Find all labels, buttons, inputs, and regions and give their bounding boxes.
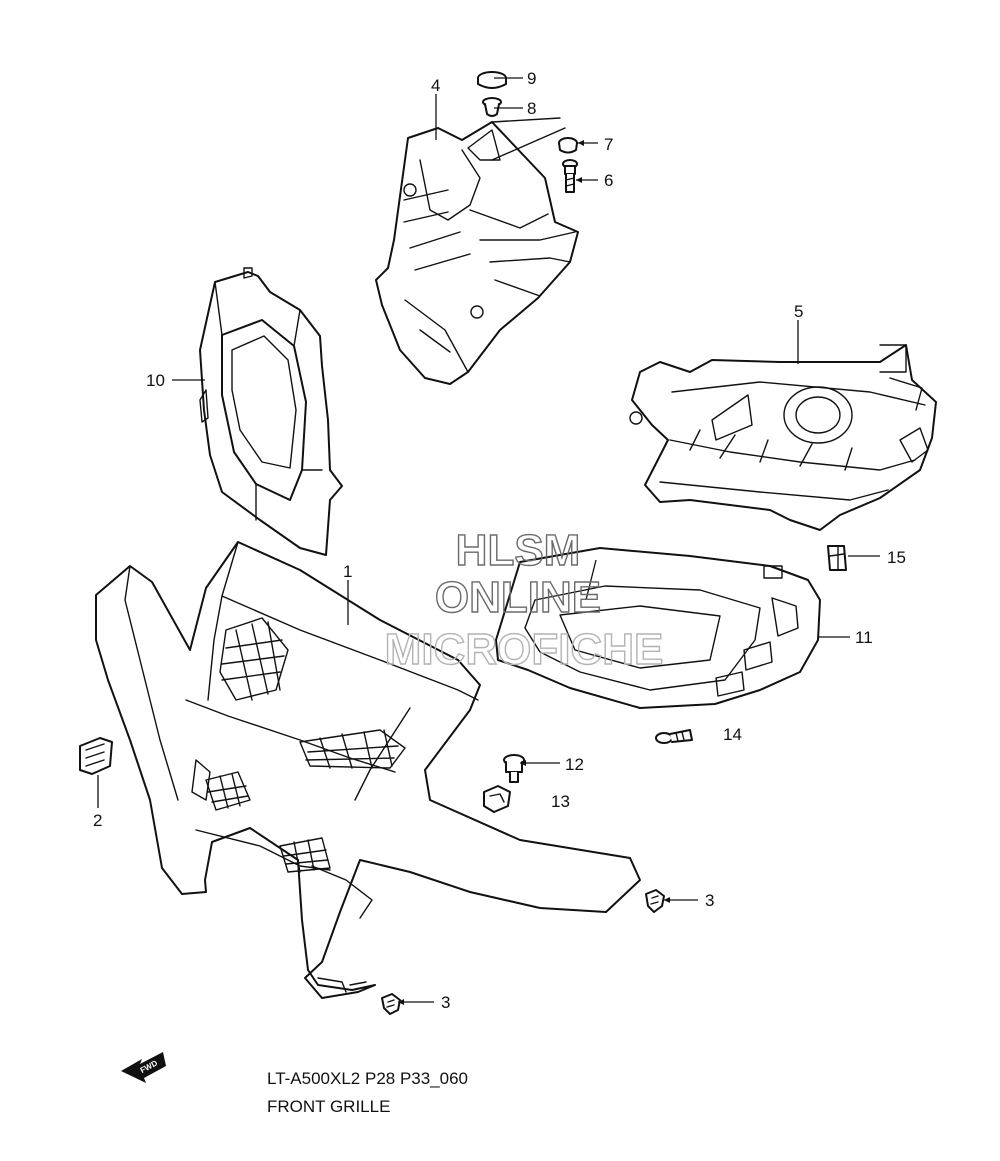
part-3-clip-bottom [381,993,401,1015]
callout-4: 4 [431,76,440,95]
part-2-emblem [79,737,113,775]
callout-9: 9 [527,69,536,88]
callout-3-right: 3 [705,891,714,910]
part-14-screw [655,729,693,744]
part-13-nut [483,785,511,813]
part-10-headlight-bezel [199,267,343,556]
part-5-lower-housing [629,344,937,531]
part-4-upper-bracket [375,117,579,385]
watermark-line-3: MICROFICHE [385,625,664,674]
part-15-clip [827,545,847,571]
leader-arrowheads [398,140,670,1005]
callout-labels: 1 2 3 3 4 5 6 7 8 9 10 11 12 13 14 15 [93,69,906,1012]
fwd-arrow-icon: FWD [121,1052,166,1083]
callout-13: 13 [551,792,570,811]
callout-11: 11 [855,628,873,647]
part-8-grommet [482,97,502,117]
callout-8: 8 [527,99,536,118]
callout-5: 5 [794,302,803,321]
part-7-washer [558,137,578,154]
part-9-rubber-cap [477,71,507,89]
watermark: HLSM ONLINE MICROFICHE [384,525,664,674]
part-3-clip-right [645,889,665,913]
watermark-line-1: HLSM [456,526,581,575]
callout-6: 6 [604,171,613,190]
part-1-front-grille [95,541,641,999]
callout-3-bottom: 3 [441,993,450,1012]
callout-15: 15 [887,548,906,567]
diagram-title: FRONT GRILLE [267,1097,391,1116]
callout-14: 14 [723,725,742,744]
callout-2: 2 [93,811,102,830]
part-11-lens-grille [495,547,821,709]
callout-7: 7 [604,135,613,154]
callout-12: 12 [565,755,584,774]
watermark-line-2: ONLINE [435,573,601,622]
diagram-model-reference: LT-A500XL2 P28 P33_060 [267,1069,469,1088]
leader-lines [97,77,880,1003]
callout-10: 10 [146,371,165,390]
part-6-bolt [562,159,578,193]
callout-1: 1 [343,562,352,581]
part-12-screw [503,754,525,783]
